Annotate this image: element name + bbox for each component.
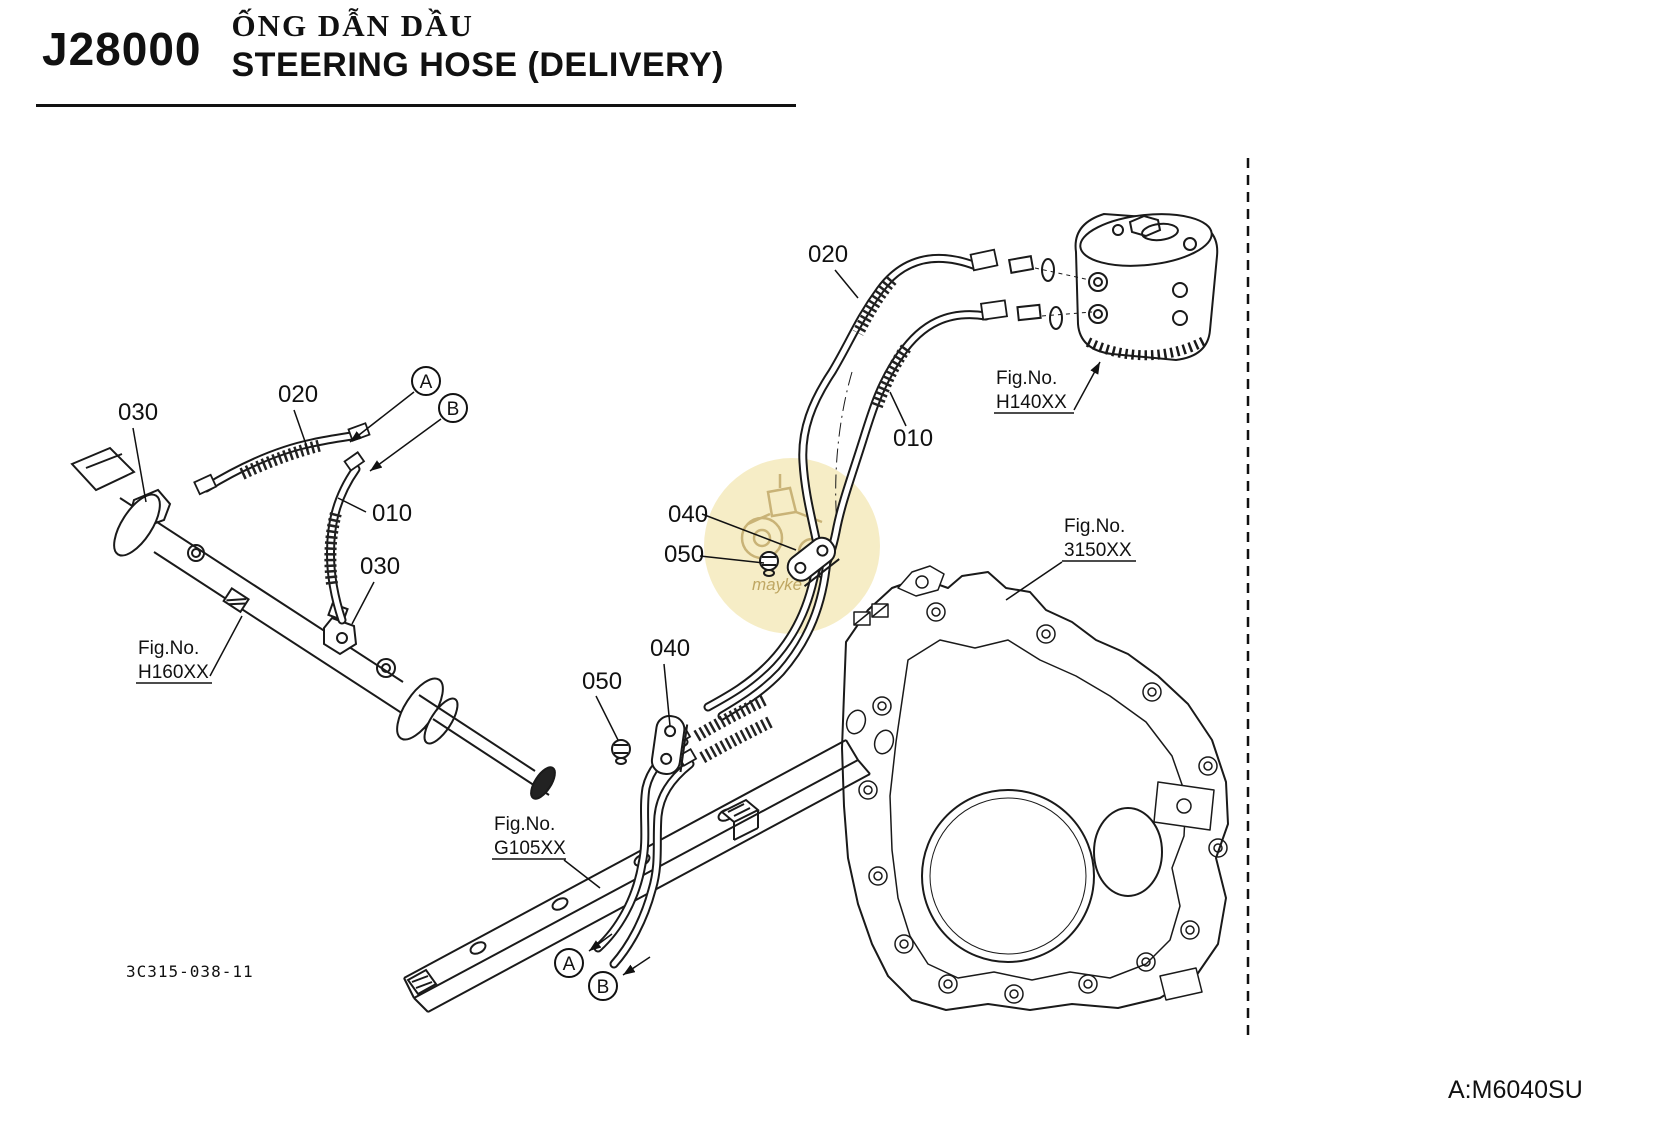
part-label-040-low: 040 — [650, 635, 690, 662]
ref-letter-a-top: A — [420, 372, 433, 393]
page-header: J28000 ỐNG DẪN DẦU STEERING HOSE (DELIVE… — [42, 8, 724, 85]
title-vietnamese: ỐNG DẪN DẦU — [231, 8, 474, 43]
frame-end-bracket — [406, 968, 438, 996]
steering-cylinder-drawing — [70, 446, 556, 800]
part-label-040-mid: 040 — [668, 501, 708, 528]
part-label-030-left: 030 — [118, 399, 158, 426]
case-side-details — [845, 709, 1215, 1001]
steering-controller-drawing — [1007, 212, 1219, 362]
fig-prefix: Fig.No. — [996, 368, 1057, 389]
bolt-050-lower — [611, 739, 631, 765]
fig-ref-3150: Fig.No. 3150XX — [1062, 516, 1136, 562]
part-label-020-left: 020 — [278, 381, 318, 408]
bolt-050-upper — [759, 551, 779, 577]
model-code: A:M6040SU — [1448, 1076, 1583, 1104]
case-bolt-holes — [858, 602, 1228, 1004]
fig-code-3150: 3150XX — [1064, 540, 1132, 561]
ref-circle-b-top — [438, 393, 468, 423]
fig-prefix: Fig.No. — [494, 814, 555, 835]
drawing-number: 3C315-038-11 — [126, 962, 254, 981]
part-label-010-left: 010 — [372, 500, 412, 527]
hose-centerline — [835, 371, 853, 536]
part-label-050-low: 050 — [582, 668, 622, 695]
fig-ref-h160: Fig.No. H160XX — [136, 638, 212, 684]
header-rule — [36, 104, 796, 107]
page-titles: ỐNG DẪN DẦU STEERING HOSE (DELIVERY) — [232, 8, 724, 85]
cylinder-bracket-clip — [222, 587, 250, 614]
part-label-050-mid: 050 — [664, 541, 704, 568]
ref-letter-markers: A B A B — [349, 366, 651, 1001]
fig-code-g105: G105XX — [494, 838, 566, 859]
section-code: J28000 — [42, 23, 202, 75]
hose-end-fittings — [193, 248, 1009, 767]
callouts: 020 010 030 020 010 030 040 050 040 050 … — [118, 241, 1136, 1001]
ref-circle-b-bottom — [588, 971, 618, 1001]
leader-lines — [132, 269, 1101, 889]
case-top-details — [853, 565, 945, 626]
fig-code-h160: H160XX — [138, 662, 209, 683]
clamp-040-upper — [786, 536, 840, 587]
clamp-040-lower — [650, 715, 689, 775]
ref-letter-a-bottom: A — [563, 954, 576, 975]
title-english: STEERING HOSE (DELIVERY) — [231, 46, 724, 84]
ref-letter-b-top: B — [447, 399, 460, 420]
ref-letter-b-bottom: B — [597, 977, 610, 998]
watermark-text: mayke — [752, 575, 802, 594]
part-label-030-mid: 030 — [360, 553, 400, 580]
ref-circle-a-top — [411, 366, 441, 396]
frame-clip — [720, 798, 760, 841]
fig-code-h140: H140XX — [996, 392, 1067, 413]
clamp-parts-drawing — [611, 536, 840, 775]
fig-prefix: Fig.No. — [138, 638, 199, 659]
controller-spline — [1085, 335, 1209, 361]
part-label-010-top: 010 — [893, 425, 933, 452]
fig-ref-h140: Fig.No. H140XX — [994, 368, 1074, 414]
watermark: mayke — [704, 458, 880, 634]
fig-ref-g105: Fig.No. G105XX — [492, 814, 566, 860]
hoses-drawing — [193, 248, 1009, 969]
fig-prefix: Fig.No. — [1064, 516, 1125, 537]
hose-braid-sections — [239, 276, 911, 765]
watermark-circle — [704, 458, 880, 634]
ref-circle-a-bottom — [554, 948, 584, 978]
transmission-case-drawing — [841, 565, 1229, 1011]
part-label-020-top: 020 — [808, 241, 848, 268]
inlet-fittings — [1007, 255, 1093, 330]
